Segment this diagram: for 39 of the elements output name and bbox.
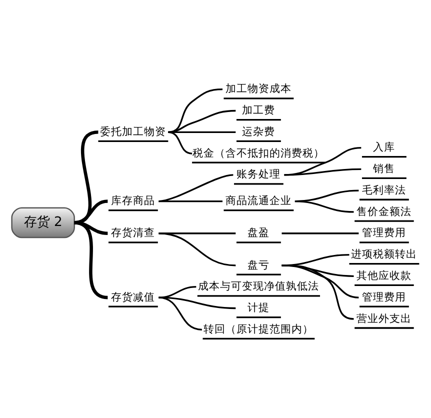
- node-text: 税金（含不抵扣的消费税）: [192, 146, 325, 159]
- node-text: 营业外支出: [356, 311, 412, 324]
- connector: [284, 146, 362, 176]
- node-box: 存货 2: [11, 206, 75, 238]
- node-text: 其他应收款: [356, 268, 412, 282]
- connector: [74, 199, 108, 224]
- node-text: 加工物资成本: [226, 82, 292, 95]
- node-text: 成本与可变现净值孰低法: [198, 279, 320, 292]
- node-text: 盘盈: [248, 226, 270, 239]
- node-text: 进项税额转出: [351, 247, 418, 260]
- connector: [168, 130, 192, 154]
- connector: [282, 232, 359, 234]
- connector: [158, 286, 196, 298]
- node-text: 加工费: [242, 103, 276, 116]
- connector: [158, 200, 222, 202]
- node-text: 销售: [373, 161, 396, 174]
- connector: [158, 296, 202, 330]
- connector: [294, 200, 354, 212]
- connector: [168, 109, 236, 132]
- node-text: 转回（原计提范围内）: [204, 322, 314, 335]
- node-text: 存货清查: [111, 226, 156, 239]
- connector: [282, 264, 354, 320]
- node-text: 库存商品: [111, 194, 156, 207]
- connector: [158, 174, 234, 202]
- connector: [284, 168, 362, 176]
- node-text: 毛利率法: [362, 182, 406, 196]
- node-text: 委托加工物资: [100, 124, 166, 138]
- node-text: 商品流通企业: [226, 194, 292, 207]
- node-text: 运杂费: [242, 124, 276, 138]
- node-text: 存货减值: [111, 290, 156, 303]
- node-text: 售价金额法: [356, 204, 412, 218]
- node-text: 管理费用: [362, 290, 406, 303]
- node-text: 盘亏: [248, 258, 270, 271]
- node-text: 入库: [373, 140, 396, 154]
- node-text: 账务处理: [236, 167, 281, 180]
- node-text: 计提: [248, 300, 270, 314]
- connector: [158, 296, 236, 309]
- connector: [158, 232, 236, 266]
- node-text: 管理费用: [362, 226, 406, 239]
